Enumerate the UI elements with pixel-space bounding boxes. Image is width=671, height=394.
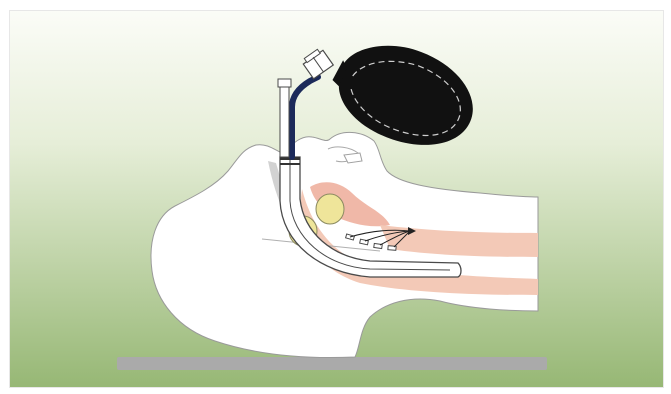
airway-illustration xyxy=(9,10,664,388)
proximal-cuff xyxy=(316,194,344,224)
pilot-connector xyxy=(280,81,289,157)
table-surface xyxy=(117,357,547,370)
illustration-canvas xyxy=(10,11,664,388)
pilot-cap xyxy=(278,79,291,87)
tube-marker-lower xyxy=(280,163,300,165)
lip-detail xyxy=(344,153,362,163)
